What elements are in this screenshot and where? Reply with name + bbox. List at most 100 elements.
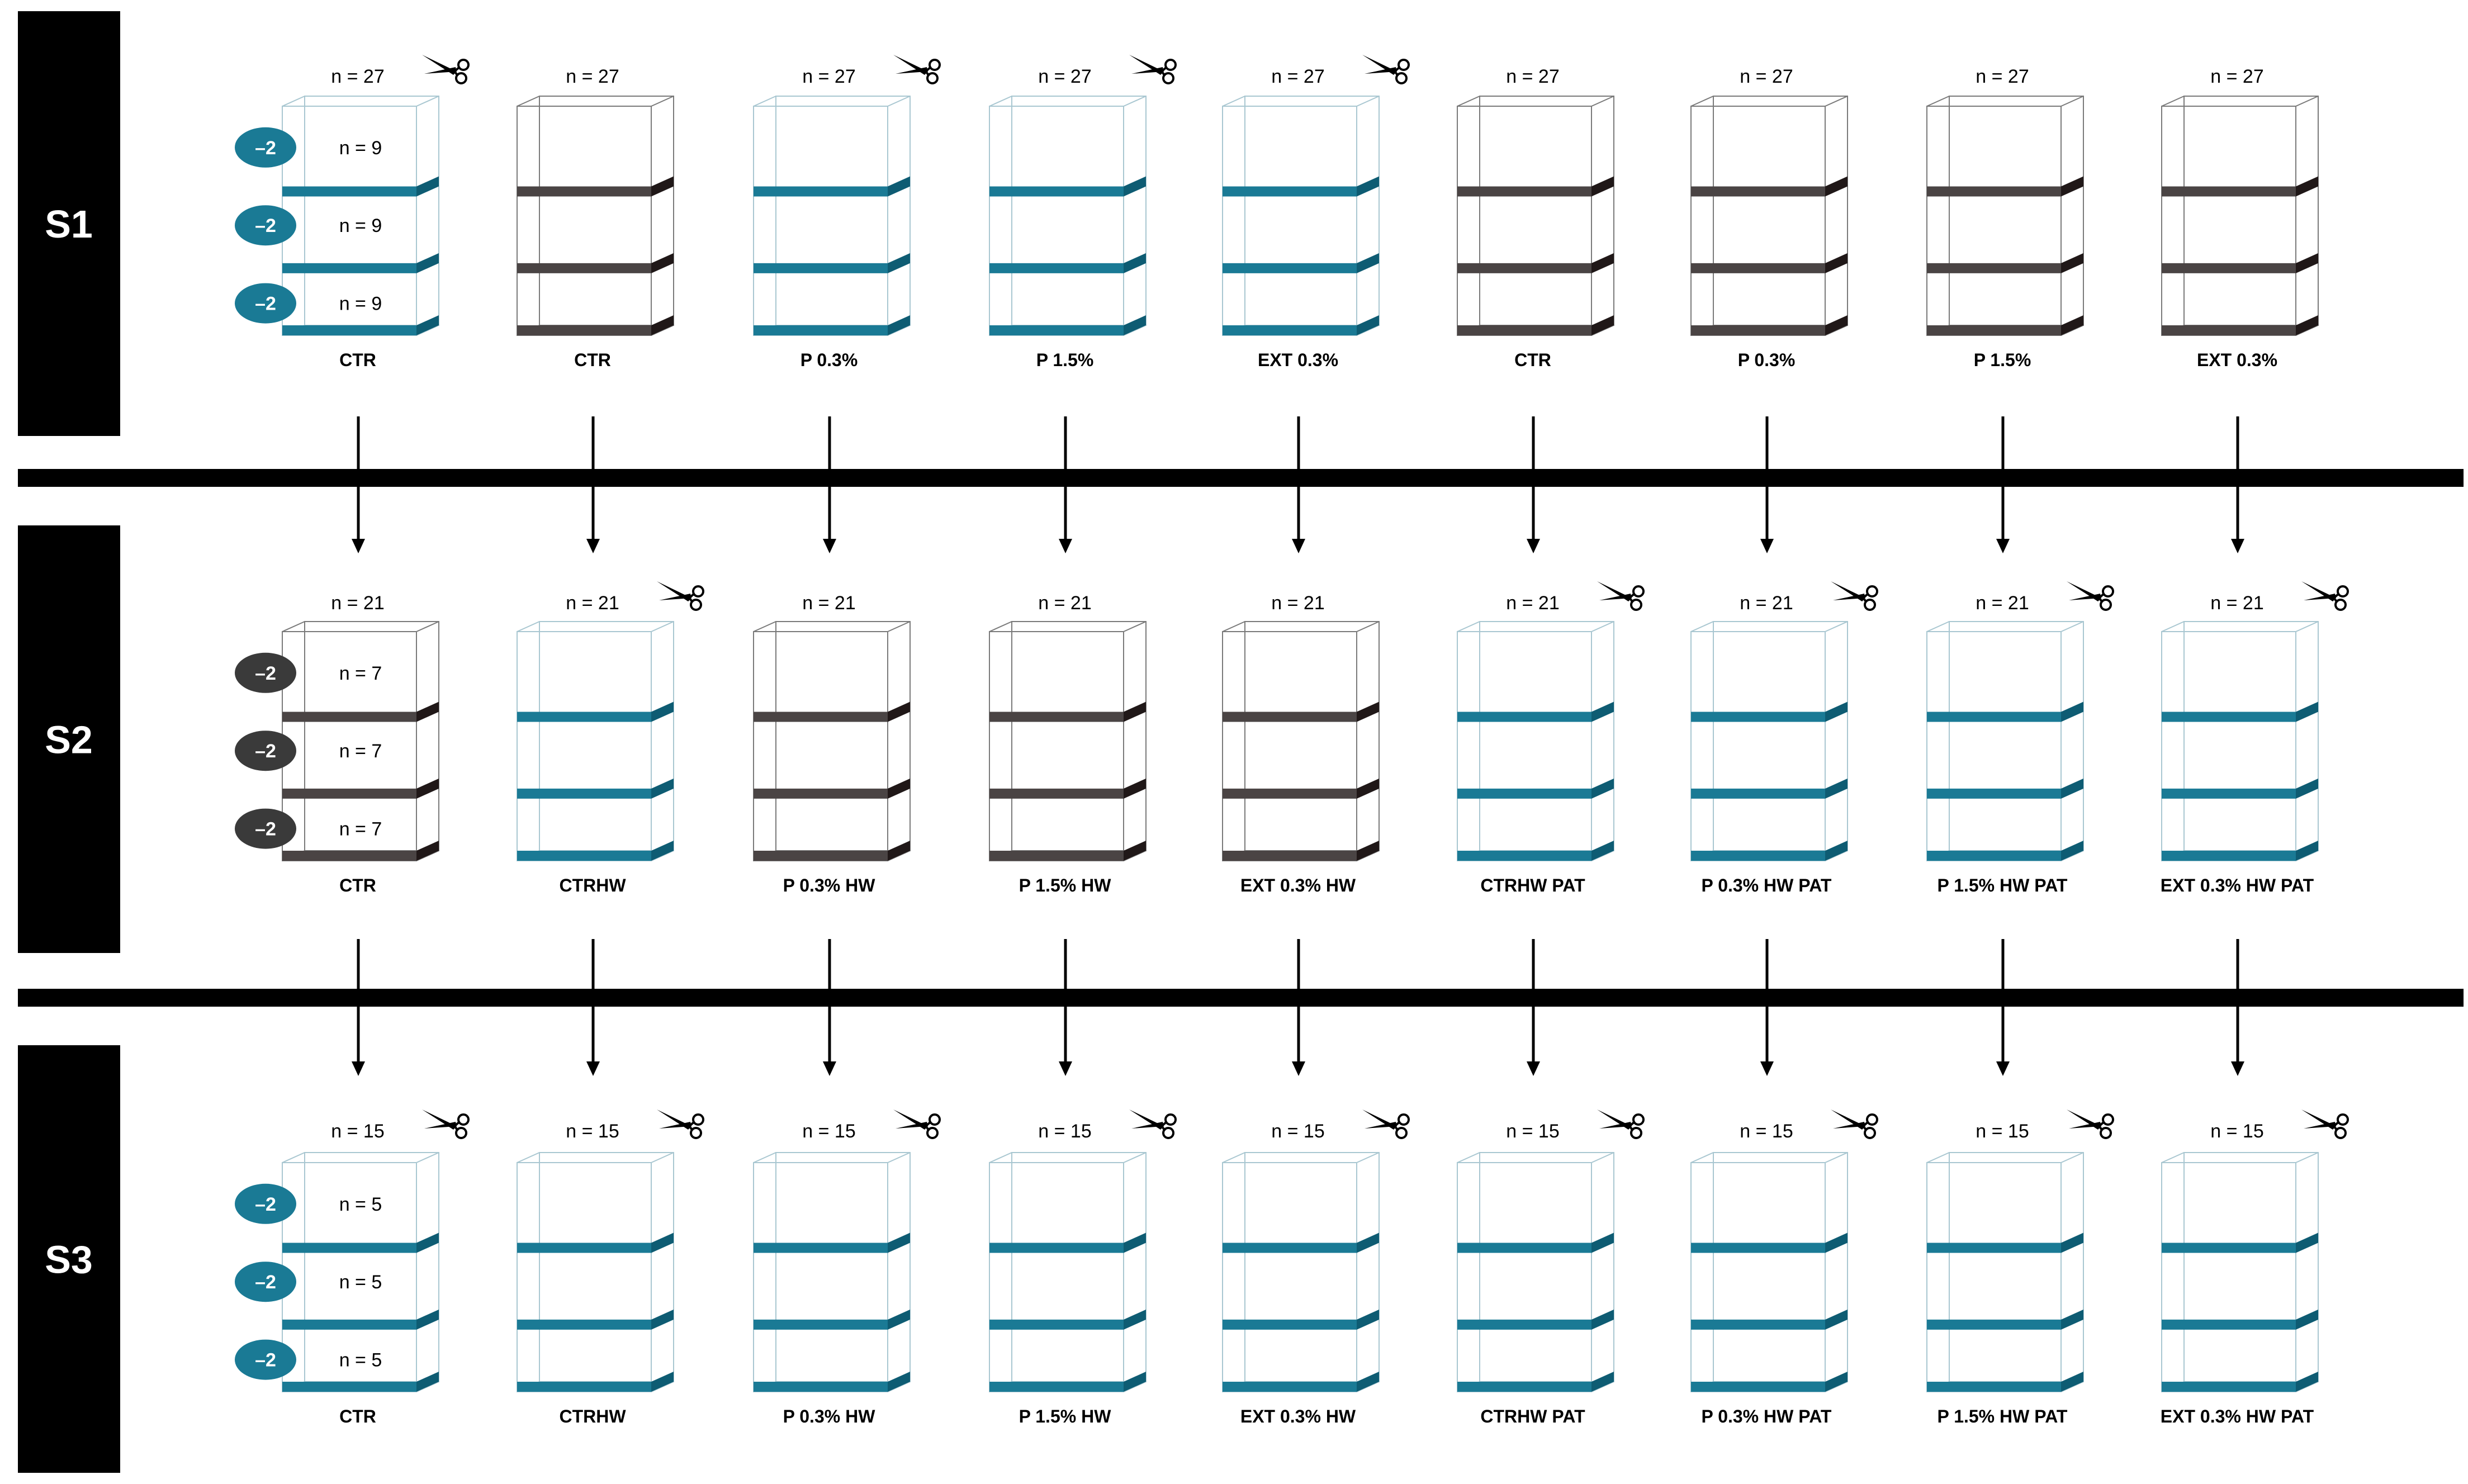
- tank-count-label: n = 21: [2210, 592, 2263, 614]
- transition-arrow: [1292, 416, 1305, 553]
- tank-count-label: n = 27: [2210, 66, 2263, 87]
- tank-treatment-label: P 1.5%: [1974, 350, 2031, 370]
- aquarium-rack: n = 21 P 0.3% HW PAT: [1690, 581, 1878, 895]
- transition-arrow: [1059, 416, 1072, 553]
- transition-arrow: [2231, 939, 2244, 1076]
- transition-arrow: [352, 939, 365, 1076]
- tank-treatment-label: P 1.5% HW: [1019, 1406, 1112, 1426]
- tank-count-label: n = 21: [566, 592, 619, 614]
- tank-treatment-label: CTRHW: [559, 875, 626, 895]
- scissors-icon: [657, 1110, 704, 1139]
- transition-arrow: [1292, 939, 1305, 1076]
- tank-count-label: n = 21: [331, 592, 384, 614]
- removal-badge: –2: [235, 1183, 296, 1224]
- aquarium-rack: n = 27P 0.3%: [753, 55, 941, 370]
- tank-treatment-label: EXT 0.3% HW: [1240, 875, 1356, 895]
- tank-treatment-label: CTR: [1514, 350, 1551, 370]
- scissors-icon: [1597, 581, 1645, 611]
- stage-label: S1: [45, 202, 93, 246]
- transition-arrow: [586, 416, 600, 553]
- shelf-count-label: n = 5: [339, 1272, 382, 1293]
- tank-count-label: n = 21: [1506, 592, 1559, 614]
- tank-treatment-label: EXT 0.3%: [2197, 350, 2277, 370]
- tank-treatment-label: P 1.5%: [1036, 350, 1094, 370]
- aquarium-rack: n = 21P 1.5% HW: [989, 592, 1147, 895]
- aquarium-rack: n = 15 CTRHW PAT: [1457, 1110, 1645, 1426]
- removal-badge: –2: [235, 1339, 296, 1380]
- aquarium-rack: n = 15 EXT 0.3% HW PAT: [2161, 1110, 2349, 1426]
- aquarium-rack: n = 15P 1.5% HW: [989, 1110, 1177, 1426]
- transition-arrow: [352, 416, 365, 553]
- aquarium-rack: n = 15 EXT 0.3% HW: [1222, 1110, 1410, 1426]
- tank-count-label: n = 21: [1976, 592, 2029, 614]
- scissors-icon: [893, 55, 941, 84]
- transition-arrow: [1760, 939, 1774, 1076]
- aquarium-rack: n = 27P 0.3%: [1690, 66, 1848, 370]
- tank-treatment-label: P 0.3%: [800, 350, 858, 370]
- tank-count-label: n = 27: [1271, 66, 1324, 87]
- tank-treatment-label: CTR: [339, 350, 376, 370]
- tank-treatment-label: EXT 0.3% HW: [1240, 1406, 1356, 1426]
- scissors-icon: [1129, 55, 1177, 84]
- tank-treatment-label: P 0.3% HW: [783, 875, 876, 895]
- shelf-count-label: n = 7: [339, 741, 382, 762]
- tank-treatment-label: P 0.3% HW: [783, 1406, 876, 1426]
- tank-treatment-label: P 1.5% HW PAT: [1938, 875, 2068, 895]
- tank-count-label: n = 15: [802, 1121, 855, 1142]
- tank-treatment-label: EXT 0.3% HW PAT: [2161, 1406, 2314, 1426]
- scissors-icon: [1129, 1110, 1177, 1139]
- scissors-icon: [2301, 1110, 2349, 1139]
- tank-count-label: n = 27: [1038, 66, 1091, 87]
- shelf-count-label: n = 5: [339, 1350, 382, 1371]
- transition-arrow: [1527, 416, 1540, 553]
- scissors-icon: [422, 1110, 470, 1139]
- removal-badge-text: –2: [255, 215, 276, 236]
- tank-treatment-label: P 0.3% HW PAT: [1702, 875, 1832, 895]
- tank-count-label: n = 15: [566, 1121, 619, 1142]
- tank-count-label: n = 21: [1740, 592, 1793, 614]
- removal-badge-text: –2: [255, 741, 276, 762]
- tank-treatment-label: CTRHW PAT: [1480, 1406, 1585, 1426]
- tank-count-label: n = 27: [331, 66, 384, 87]
- tank-treatment-label: CTR: [339, 1406, 376, 1426]
- transition-arrow: [1996, 939, 2010, 1076]
- stage-divider: [18, 469, 2464, 487]
- transition-arrow: [1996, 416, 2010, 553]
- scissors-icon: [2301, 581, 2349, 611]
- tank-count-label: n = 27: [1506, 66, 1559, 87]
- shelf-count-label: n = 5: [339, 1194, 382, 1215]
- stage-block-s1: S1: [18, 11, 120, 436]
- scissors-icon: [422, 55, 470, 84]
- transition-arrow: [823, 939, 836, 1076]
- shelf-count-label: n = 9: [339, 138, 382, 159]
- stage-label: S2: [45, 718, 93, 762]
- tank-count-label: n = 15: [1740, 1121, 1793, 1142]
- transition-arrow: [1059, 939, 1072, 1076]
- tank-count-label: n = 27: [1976, 66, 2029, 87]
- removal-badge-text: –2: [255, 138, 276, 159]
- tank-treatment-label: CTRHW PAT: [1480, 875, 1585, 895]
- removal-badge: –2: [235, 127, 296, 168]
- removal-badge-text: –2: [255, 663, 276, 684]
- aquarium-rack: n = 27 P 1.5%: [1926, 66, 2084, 370]
- transition-arrow: [1527, 939, 1540, 1076]
- removal-badge-text: –2: [255, 1350, 276, 1371]
- removal-badge: –2: [235, 1262, 296, 1302]
- scissors-icon: [1831, 1110, 1878, 1139]
- shelf-count-label: n = 9: [339, 215, 382, 236]
- removal-badge-text: –2: [255, 1272, 276, 1293]
- tank-treatment-label: P 1.5% HW: [1019, 875, 1112, 895]
- aquarium-rack: n = 15P 1.5% HW PAT: [1926, 1110, 2114, 1426]
- aquarium-rack: n = 21 CTRHW: [517, 581, 704, 895]
- tank-count-label: n = 15: [1506, 1121, 1559, 1142]
- tank-count-label: n = 15: [1271, 1121, 1324, 1142]
- tank-count-label: n = 21: [802, 592, 855, 614]
- aquarium-rack: n = 21 P 1.5% HW PAT: [1926, 581, 2114, 895]
- tank-count-label: n = 15: [2210, 1121, 2263, 1142]
